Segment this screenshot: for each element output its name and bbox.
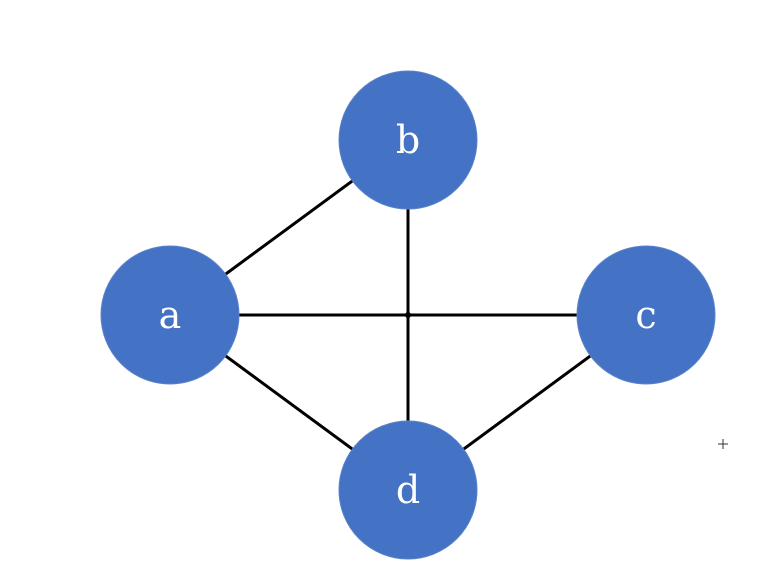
node-circle-d bbox=[338, 420, 478, 560]
node-label-b: b bbox=[396, 118, 420, 162]
node-c: c bbox=[576, 245, 716, 385]
node-label-d: d bbox=[396, 468, 420, 512]
node-circle-c bbox=[576, 245, 716, 385]
node-circle-a bbox=[100, 245, 240, 385]
node-a: a bbox=[100, 245, 240, 385]
edge-crossing-dot bbox=[405, 312, 411, 318]
node-label-c: c bbox=[635, 293, 656, 337]
node-label-a: a bbox=[159, 293, 182, 337]
node-b: b bbox=[338, 70, 478, 210]
nodes-layer: a b c d bbox=[100, 70, 716, 560]
node-d: d bbox=[338, 420, 478, 560]
node-circle-b bbox=[338, 70, 478, 210]
crosshair-cursor-icon bbox=[718, 439, 728, 449]
